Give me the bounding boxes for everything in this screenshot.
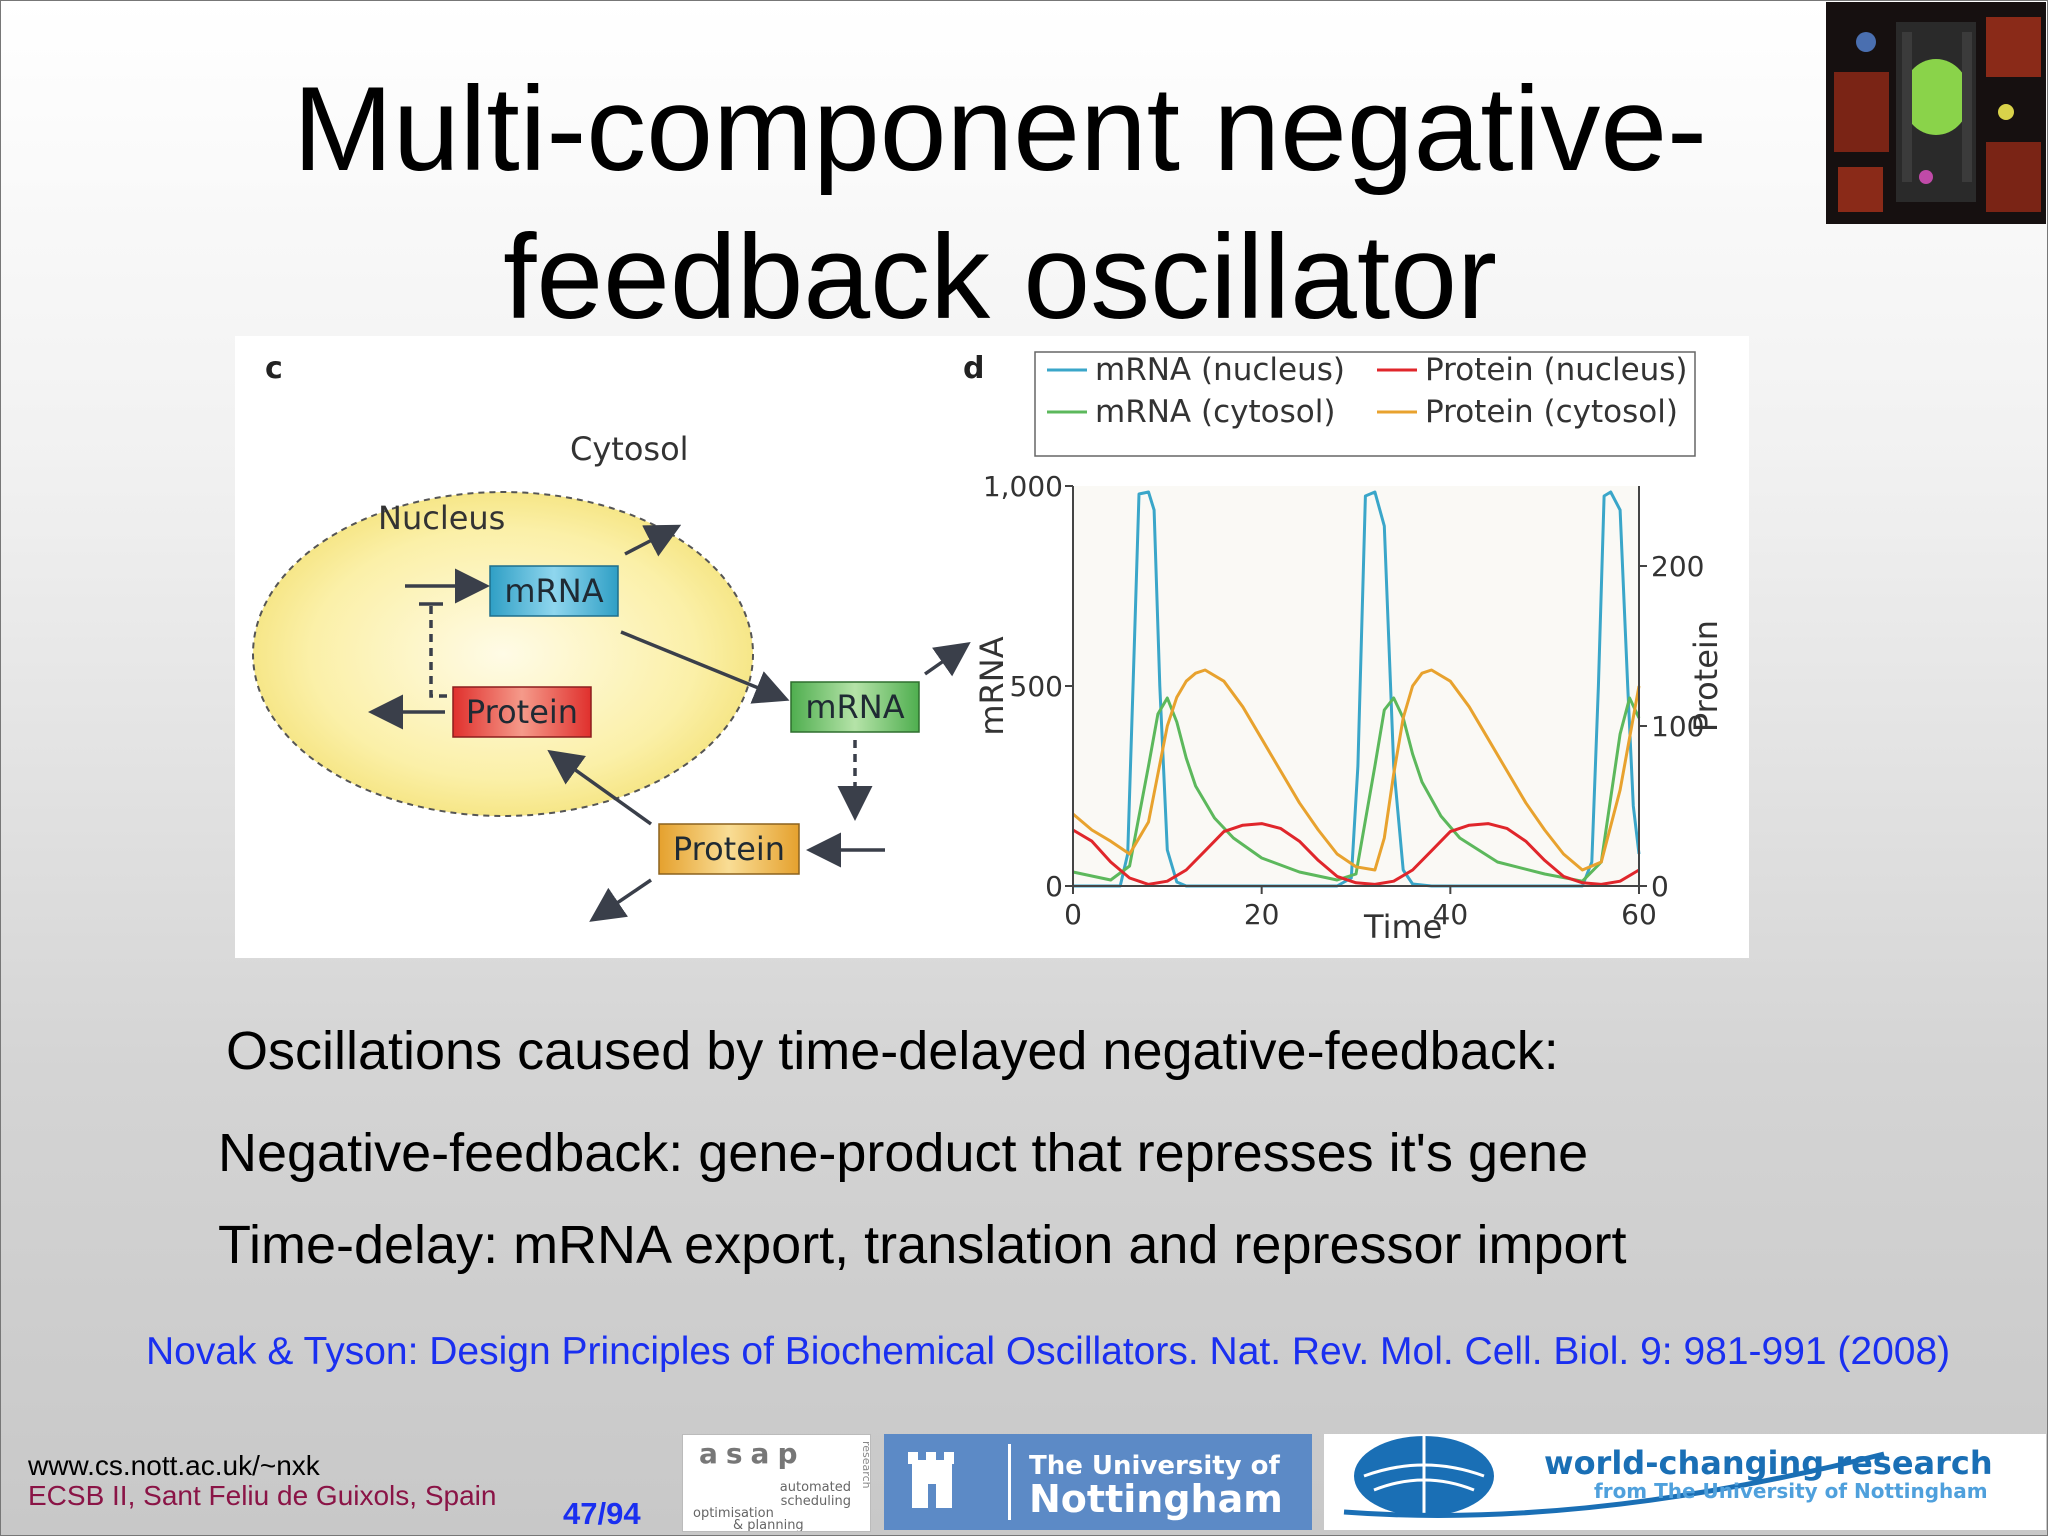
wcr-logo-line-1: world-changing research — [1544, 1444, 1993, 1482]
asap-logo: asap automated scheduling optimisation &… — [682, 1434, 873, 1533]
chart-panel-label: d — [963, 351, 984, 386]
x-axis-label: Time — [1363, 908, 1442, 946]
y-tick-label: 1,000 — [983, 470, 1063, 503]
page-number: 47/94 — [563, 1496, 641, 1531]
legend-label-mrna-nucleus: mRNA (nucleus) — [1095, 352, 1345, 388]
asap-line-3: optimisation — [693, 1506, 774, 1521]
protein-nucleus-box — [452, 686, 592, 738]
x-tick-label: 60 — [1621, 898, 1657, 931]
series-line-protein-cytosol — [1072, 668, 1641, 872]
y-tick-label: 0 — [1045, 870, 1063, 903]
nottingham-logo: The University of Nottingham — [884, 1434, 1312, 1530]
asap-side-text: research — [860, 1441, 870, 1489]
series-line-protein-nucleus — [1072, 822, 1640, 886]
y2-tick-label: 0 — [1651, 870, 1669, 903]
asap-logo-name: asap — [699, 1437, 806, 1470]
title-line-2: feedback oscillator — [503, 210, 1497, 344]
nottingham-logo-line-2: Nottingham — [1029, 1477, 1283, 1521]
slide-title: Multi-component negative- feedback oscil… — [180, 55, 1820, 351]
asap-line-1: automated — [780, 1480, 851, 1495]
cell-diagram: c Cytosol Nucleus mRNA Protein mRNA Prot… — [252, 351, 971, 922]
globe-icon — [1343, 1436, 1885, 1518]
logo-divider — [1008, 1444, 1011, 1520]
protein-cytosol-box — [658, 823, 800, 875]
y2-tick-label: 200 — [1651, 550, 1704, 583]
corner-thumbnail-image — [1826, 2, 2046, 224]
nottingham-logo-line-1: The University of — [1029, 1451, 1281, 1481]
protein-cytosol-label: Protein — [673, 830, 785, 868]
asap-line-4: & planning — [733, 1518, 804, 1531]
y-axis-label: mRNA — [973, 636, 1011, 735]
series-line-mrna-nucleus — [1073, 490, 1641, 888]
figure-panel: c Cytosol Nucleus mRNA Protein mRNA Prot… — [235, 336, 1749, 958]
series-line-mrna-cytosol — [1072, 696, 1641, 883]
plot-area — [1073, 486, 1639, 886]
diagram-panel-label: c — [265, 351, 283, 386]
protein-nucleus-label: Protein — [466, 693, 578, 731]
y2-tick-label: 100 — [1651, 710, 1704, 743]
mrna-cytosol-box — [790, 681, 920, 733]
legend-label-protein-cytosol: Protein (cytosol) — [1425, 394, 1678, 430]
nucleus-label: Nucleus — [378, 499, 505, 537]
mrna-cytosol-label: mRNA — [805, 688, 904, 726]
x-tick-label: 40 — [1433, 898, 1469, 931]
castle-crest-icon — [908, 1452, 954, 1508]
footer-url[interactable]: www.cs.nott.ac.uk/~nxk — [28, 1450, 320, 1481]
footer-venue: ECSB II, Sant Feliu de Guixols, Spain — [28, 1480, 497, 1511]
y-tick-label: 500 — [1010, 670, 1063, 703]
nucleus-ellipse — [252, 491, 754, 817]
bullet-2: Negative-feedback: gene-product that rep… — [218, 1123, 1589, 1183]
mrna-nucleus-box — [489, 565, 619, 617]
mrna-nucleus-label: mRNA — [504, 572, 603, 610]
diagram-arrows — [368, 524, 971, 922]
world-changing-research-logo: world-changing research from The Univers… — [1324, 1434, 2046, 1530]
legend-label-mrna-cytosol: mRNA (cytosol) — [1095, 394, 1335, 430]
bullet-3: Time-delay: mRNA export, translation and… — [218, 1215, 1627, 1275]
x-tick-label: 0 — [1064, 898, 1082, 931]
bullet-1: Oscillations caused by time-delayed nega… — [226, 1021, 1559, 1081]
wcr-logo-line-2: from The University of Nottingham — [1594, 1479, 1988, 1503]
x-tick-label: 20 — [1244, 898, 1280, 931]
title-line-1: Multi-component negative- — [292, 62, 1708, 196]
citation-link[interactable]: Novak & Tyson: Design Principles of Bioc… — [146, 1330, 1951, 1373]
chart-legend — [1034, 351, 1696, 457]
y2-axis-label: Protein — [1687, 620, 1725, 732]
asap-line-2: scheduling — [781, 1494, 851, 1509]
legend-label-protein-nucleus: Protein (nucleus) — [1425, 352, 1688, 388]
cytosol-label: Cytosol — [570, 430, 689, 468]
